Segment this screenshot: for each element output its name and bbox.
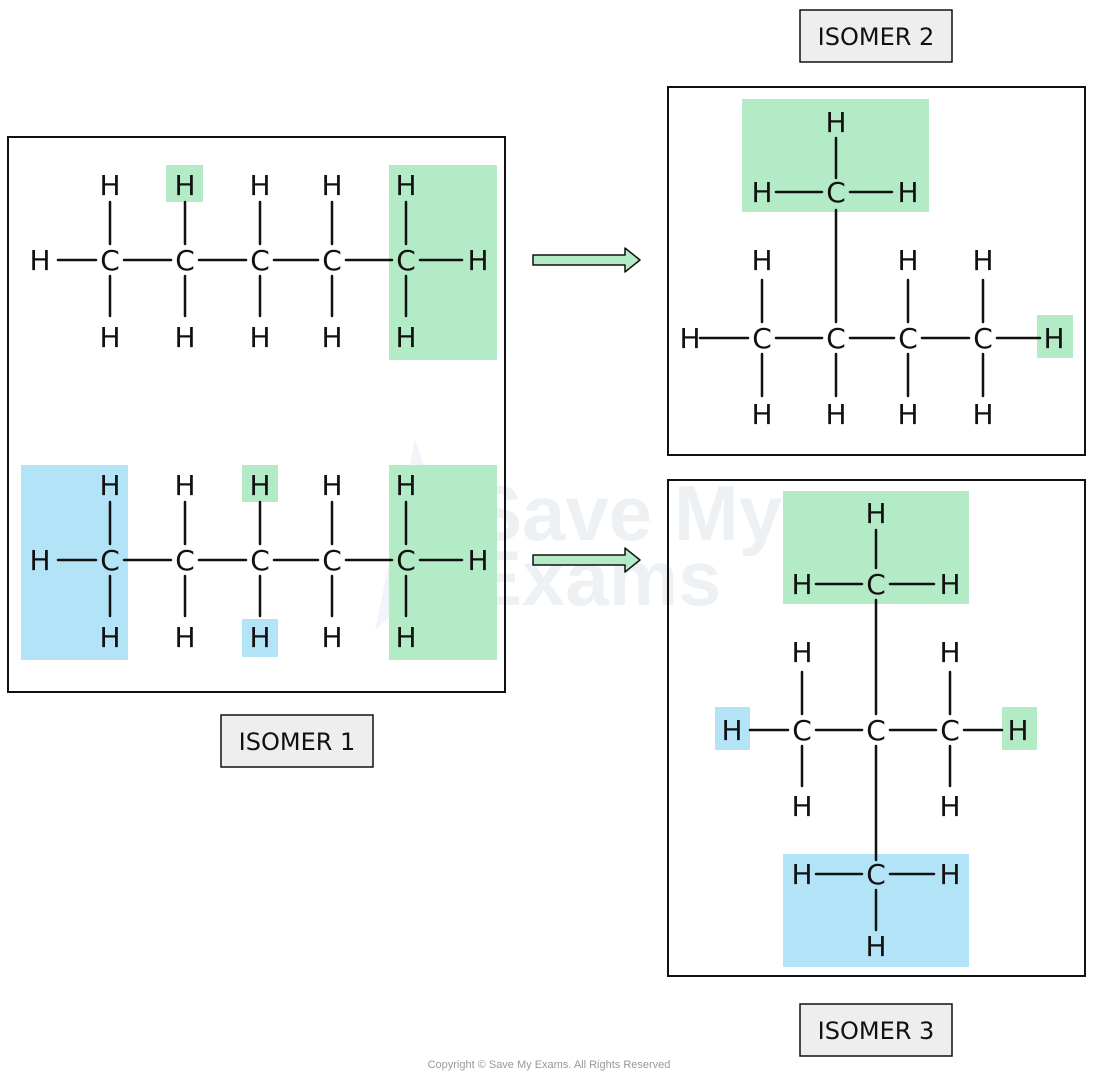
pentane-a-hydrogen-atom-9: H [249, 169, 270, 202]
methylbutane-hydrogen-atom-9: H [897, 398, 918, 431]
pentane-b-hydrogen-atom-0: H [29, 544, 50, 577]
dimethylpropane-hydrogen-atom-16: H [865, 930, 886, 963]
pentane-b-hydrogen-atom-1: H [467, 544, 488, 577]
methylbutane-hydrogen-atom-16: H [897, 176, 918, 209]
pentane-a-carbon-atom-8: C [250, 244, 270, 277]
methylbutane-hydrogen-atom-5: H [751, 398, 772, 431]
copyright-notice: Copyright © Save My Exams. All Rights Re… [428, 1059, 671, 1071]
isomer2-panel [667, 86, 1086, 456]
pentane-a-hydrogen-atom-13: H [321, 321, 342, 354]
methylbutane-carbon-atom-10: C [898, 322, 918, 355]
methylbutane-hydrogen-atom-4: H [972, 244, 993, 277]
isomer1-panel [7, 136, 506, 693]
pentane-b-carbon-atom-8: C [250, 544, 270, 577]
pentane-a-carbon-atom-5: C [175, 244, 195, 277]
methylbutane-hydrogen-atom-2: H [751, 244, 772, 277]
pentane-a-hydrogen-atom-3: H [99, 169, 120, 202]
isomer1-pentane-molecule-a: H H C H H C H H C H H C H H C H H [29, 165, 497, 360]
dimethylpropane-hydrogen-atom-12: H [939, 568, 960, 601]
dimethylpropane-hydrogen-atom-5: H [939, 790, 960, 823]
pentane-a-hydrogen-atom-10: H [249, 321, 270, 354]
isomer1-pentane-molecule-b: H H C H H C H H C H H C H H C H H [21, 465, 497, 660]
methylbutane-hydrogen-atom-3: H [897, 244, 918, 277]
dimethylpropane-hydrogen-atom-15: H [939, 858, 960, 891]
pentane-b-hydrogen-atom-3: H [99, 469, 120, 502]
pentane-b-hydrogen-atom-13: H [321, 621, 342, 654]
methylbutane-highlight-1 [1037, 315, 1073, 358]
pentane-a-carbon-atom-2: C [100, 244, 120, 277]
pentane-b-carbon-atom-5: C [175, 544, 195, 577]
methylbutane-hydrogen-atom-7: H [825, 398, 846, 431]
pentane-b-carbon-atom-2: C [100, 544, 120, 577]
dimethylpropane-carbon-atom-8: C [940, 714, 960, 747]
dimethylpropane-highlight-2 [1002, 707, 1037, 750]
pentane-b-hydrogen-atom-6: H [174, 469, 195, 502]
pentane-a-hydrogen-atom-0: H [29, 244, 50, 277]
pentane-b-hydrogen-atom-12: H [321, 469, 342, 502]
methylbutane-hydrogen-atom-1: H [1043, 322, 1064, 355]
dimethylpropane-hydrogen-atom-1: H [1007, 714, 1028, 747]
isomer3-panel [667, 479, 1086, 977]
pentane-b-highlight-2 [242, 619, 278, 657]
pentane-b-hydrogen-atom-4: H [99, 621, 120, 654]
dimethylpropane-hydrogen-atom-0: H [721, 714, 742, 747]
pentane-a-hydrogen-atom-15: H [395, 169, 416, 202]
methylbutane-hydrogen-atom-11: H [972, 398, 993, 431]
methylbutane-carbon-atom-6: C [752, 322, 772, 355]
isomer2-methylbutane-molecule: H H H H H H C H C H C H C C H H H [679, 99, 1073, 431]
methylbutane-carbon-atom-13: C [826, 176, 846, 209]
arrow-to-isomer2-icon [532, 247, 641, 273]
pentane-a-hydrogen-atom-1: H [467, 244, 488, 277]
pentane-a-carbon-atom-11: C [322, 244, 342, 277]
pentane-a-carbon-atom-14: C [396, 244, 416, 277]
pentane-b-highlight-3 [389, 465, 497, 660]
pentane-b-hydrogen-atom-7: H [174, 621, 195, 654]
isomer2-label-text: ISOMER 2 [818, 23, 935, 51]
dimethylpropane-hydrogen-atom-10: H [865, 497, 886, 530]
dimethylpropane-highlight-1 [715, 707, 750, 750]
dimethylpropane-carbon-atom-7: C [866, 714, 886, 747]
pentane-a-hydrogen-atom-4: H [99, 321, 120, 354]
dimethylpropane-hydrogen-atom-2: H [791, 636, 812, 669]
pentane-a-hydrogen-atom-16: H [395, 321, 416, 354]
isomer1-label: ISOMER 1 [220, 714, 374, 768]
isomer2-label: ISOMER 2 [799, 9, 953, 63]
isomer3-label: ISOMER 3 [799, 1003, 953, 1057]
watermark-line2: Exams [470, 534, 722, 622]
methylbutane-hydrogen-atom-15: H [751, 176, 772, 209]
methylbutane-hydrogen-atom-0: H [679, 322, 700, 355]
pentane-a-hydrogen-atom-6: H [174, 169, 195, 202]
pentane-a-hydrogen-atom-12: H [321, 169, 342, 202]
isomer1-label-text: ISOMER 1 [239, 728, 356, 756]
watermark: Save My Exams [375, 440, 782, 630]
pentane-a-highlight-1 [389, 165, 497, 360]
dimethylpropane-carbon-atom-6: C [792, 714, 812, 747]
isomer3-label-text: ISOMER 3 [818, 1017, 935, 1045]
methylbutane-hydrogen-atom-14: H [825, 106, 846, 139]
pentane-b-hydrogen-atom-16: H [395, 621, 416, 654]
arrow-to-isomer3-icon [532, 547, 641, 573]
dimethylpropane-hydrogen-atom-14: H [791, 858, 812, 891]
pentane-a-highlight-0 [166, 165, 203, 202]
pentane-b-carbon-atom-11: C [322, 544, 342, 577]
watermark-line1: Save My [470, 469, 782, 557]
dimethylpropane-hydrogen-atom-4: H [939, 636, 960, 669]
pentane-b-carbon-atom-14: C [396, 544, 416, 577]
pentane-b-highlight-1 [242, 465, 278, 502]
dimethylpropane-hydrogen-atom-3: H [791, 790, 812, 823]
dimethylpropane-hydrogen-atom-11: H [791, 568, 812, 601]
pentane-a-hydrogen-atom-7: H [174, 321, 195, 354]
isomer3-dimethylpropane-molecule: H H H H H H C C C C H H H C H H H [715, 491, 1037, 967]
pentane-b-hydrogen-atom-15: H [395, 469, 416, 502]
dimethylpropane-carbon-atom-9: C [866, 568, 886, 601]
pentane-b-highlight-0 [21, 465, 128, 660]
dimethylpropane-carbon-atom-13: C [866, 858, 886, 891]
pentane-b-hydrogen-atom-10: H [249, 621, 270, 654]
methylbutane-carbon-atom-12: C [973, 322, 993, 355]
methylbutane-carbon-atom-8: C [826, 322, 846, 355]
pentane-b-hydrogen-atom-9: H [249, 469, 270, 502]
